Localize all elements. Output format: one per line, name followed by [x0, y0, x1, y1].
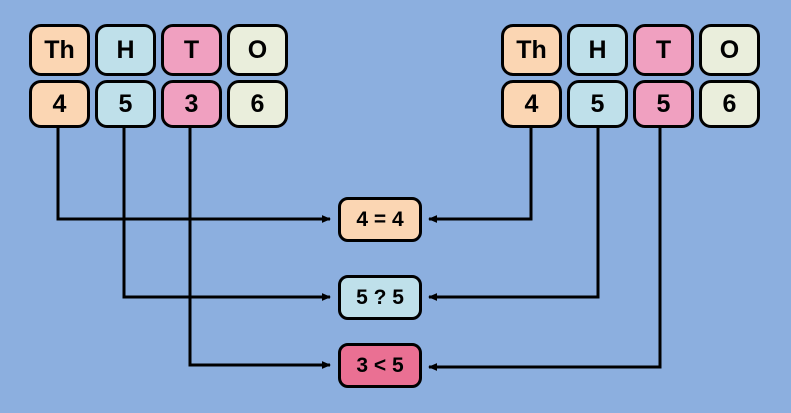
left-header-thousands: Th: [29, 24, 90, 76]
wire-right-thousands: [428, 128, 533, 223]
left-header-row: Th H T O: [29, 24, 288, 76]
comparison-tens-label: 3 < 5: [356, 353, 404, 377]
left-digit-hundreds: 5: [95, 80, 156, 128]
right-digit-thousands-value: 4: [524, 89, 539, 118]
wire-left-thousands: [56, 128, 331, 223]
right-header-tens-label: T: [655, 35, 672, 64]
right-digit-tens: 5: [633, 80, 694, 128]
left-header-ones: O: [227, 24, 288, 76]
right-digit-ones: 6: [699, 80, 760, 128]
left-header-ones-label: O: [247, 35, 268, 64]
left-digit-ones-value: 6: [250, 89, 265, 118]
comparison-box-hundreds: 5 ? 5: [338, 275, 422, 320]
wire-left-hundreds: [122, 128, 331, 301]
left-digit-ones: 6: [227, 80, 288, 128]
left-digit-hundreds-value: 5: [118, 89, 133, 118]
right-digit-row: 4 5 5 6: [501, 80, 760, 128]
comparison-box-thousands: 4 = 4: [338, 197, 422, 242]
comparison-thousands-label: 4 = 4: [356, 207, 404, 231]
right-digit-hundreds-value: 5: [590, 89, 605, 118]
left-digit-thousands-value: 4: [52, 89, 67, 118]
left-header-hundreds-label: H: [116, 35, 135, 64]
right-header-ones-label: O: [719, 35, 740, 64]
right-digit-hundreds: 5: [567, 80, 628, 128]
left-digit-tens: 3: [161, 80, 222, 128]
left-digit-tens-value: 3: [184, 89, 199, 118]
right-header-row: Th H T O: [501, 24, 760, 76]
right-header-thousands: Th: [501, 24, 562, 76]
right-header-hundreds-label: H: [588, 35, 607, 64]
right-digit-tens-value: 5: [656, 89, 671, 118]
wire-right-tens: [428, 128, 662, 371]
right-digit-thousands: 4: [501, 80, 562, 128]
wire-right-hundreds: [428, 128, 600, 301]
right-header-ones: O: [699, 24, 760, 76]
left-header-tens-label: T: [183, 35, 200, 64]
right-header-tens: T: [633, 24, 694, 76]
right-digit-ones-value: 6: [722, 89, 737, 118]
wire-left-tens: [188, 128, 331, 369]
left-header-hundreds: H: [95, 24, 156, 76]
left-header-tens: T: [161, 24, 222, 76]
left-place-value-chart: Th H T O 4 5 3 6: [29, 24, 288, 128]
comparison-hundreds-label: 5 ? 5: [356, 285, 404, 309]
right-header-hundreds: H: [567, 24, 628, 76]
left-digit-thousands: 4: [29, 80, 90, 128]
comparison-box-tens: 3 < 5: [338, 343, 422, 388]
left-digit-row: 4 5 3 6: [29, 80, 288, 128]
right-header-thousands-label: Th: [516, 35, 547, 64]
left-header-thousands-label: Th: [44, 35, 75, 64]
right-place-value-chart: Th H T O 4 5 5 6: [501, 24, 760, 128]
